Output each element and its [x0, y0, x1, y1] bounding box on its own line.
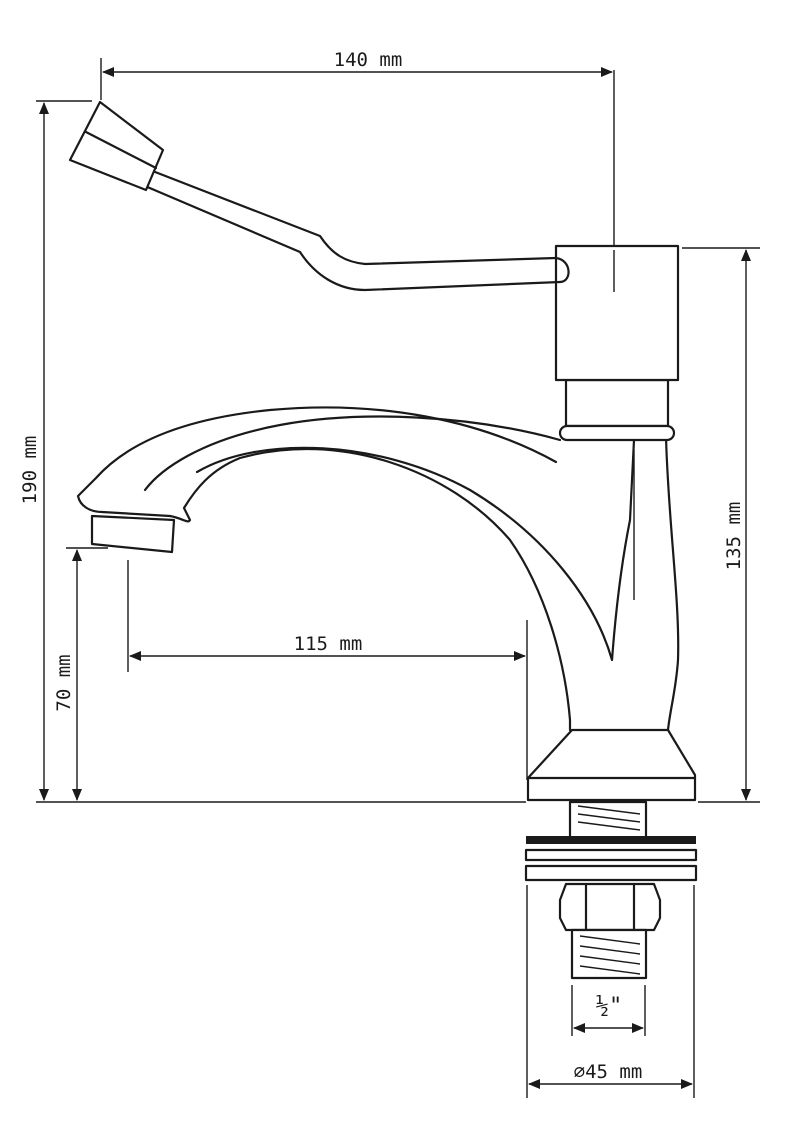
spout-height-label: 70 mm	[53, 654, 75, 711]
upper-shank	[568, 800, 648, 840]
handle-reach-label: 140 mm	[334, 49, 403, 71]
washer-1	[524, 848, 698, 862]
base	[526, 728, 697, 802]
dimension-lines	[39, 67, 751, 1089]
lever-knob	[68, 100, 165, 192]
mounting-hardware	[524, 800, 698, 980]
tap-body	[68, 100, 697, 802]
lever-arm	[148, 168, 558, 266]
total-height-label: 190 mm	[19, 436, 41, 505]
gasket	[526, 836, 696, 844]
cartridge-collar	[564, 378, 670, 428]
spout-outline	[76, 406, 572, 722]
handle-head	[554, 244, 680, 382]
extension-lines	[36, 58, 760, 1098]
spout-reach-label: 115 mm	[294, 633, 363, 655]
collar-ring	[558, 424, 676, 442]
washer-2	[524, 864, 698, 882]
hex-nut	[558, 882, 662, 932]
base-diameter-label: ⌀45 mm	[574, 1061, 643, 1083]
body-height-label: 135 mm	[723, 502, 745, 571]
thread-size-label: ½"	[596, 994, 623, 1019]
body-column	[664, 434, 680, 732]
aerator	[90, 514, 176, 554]
